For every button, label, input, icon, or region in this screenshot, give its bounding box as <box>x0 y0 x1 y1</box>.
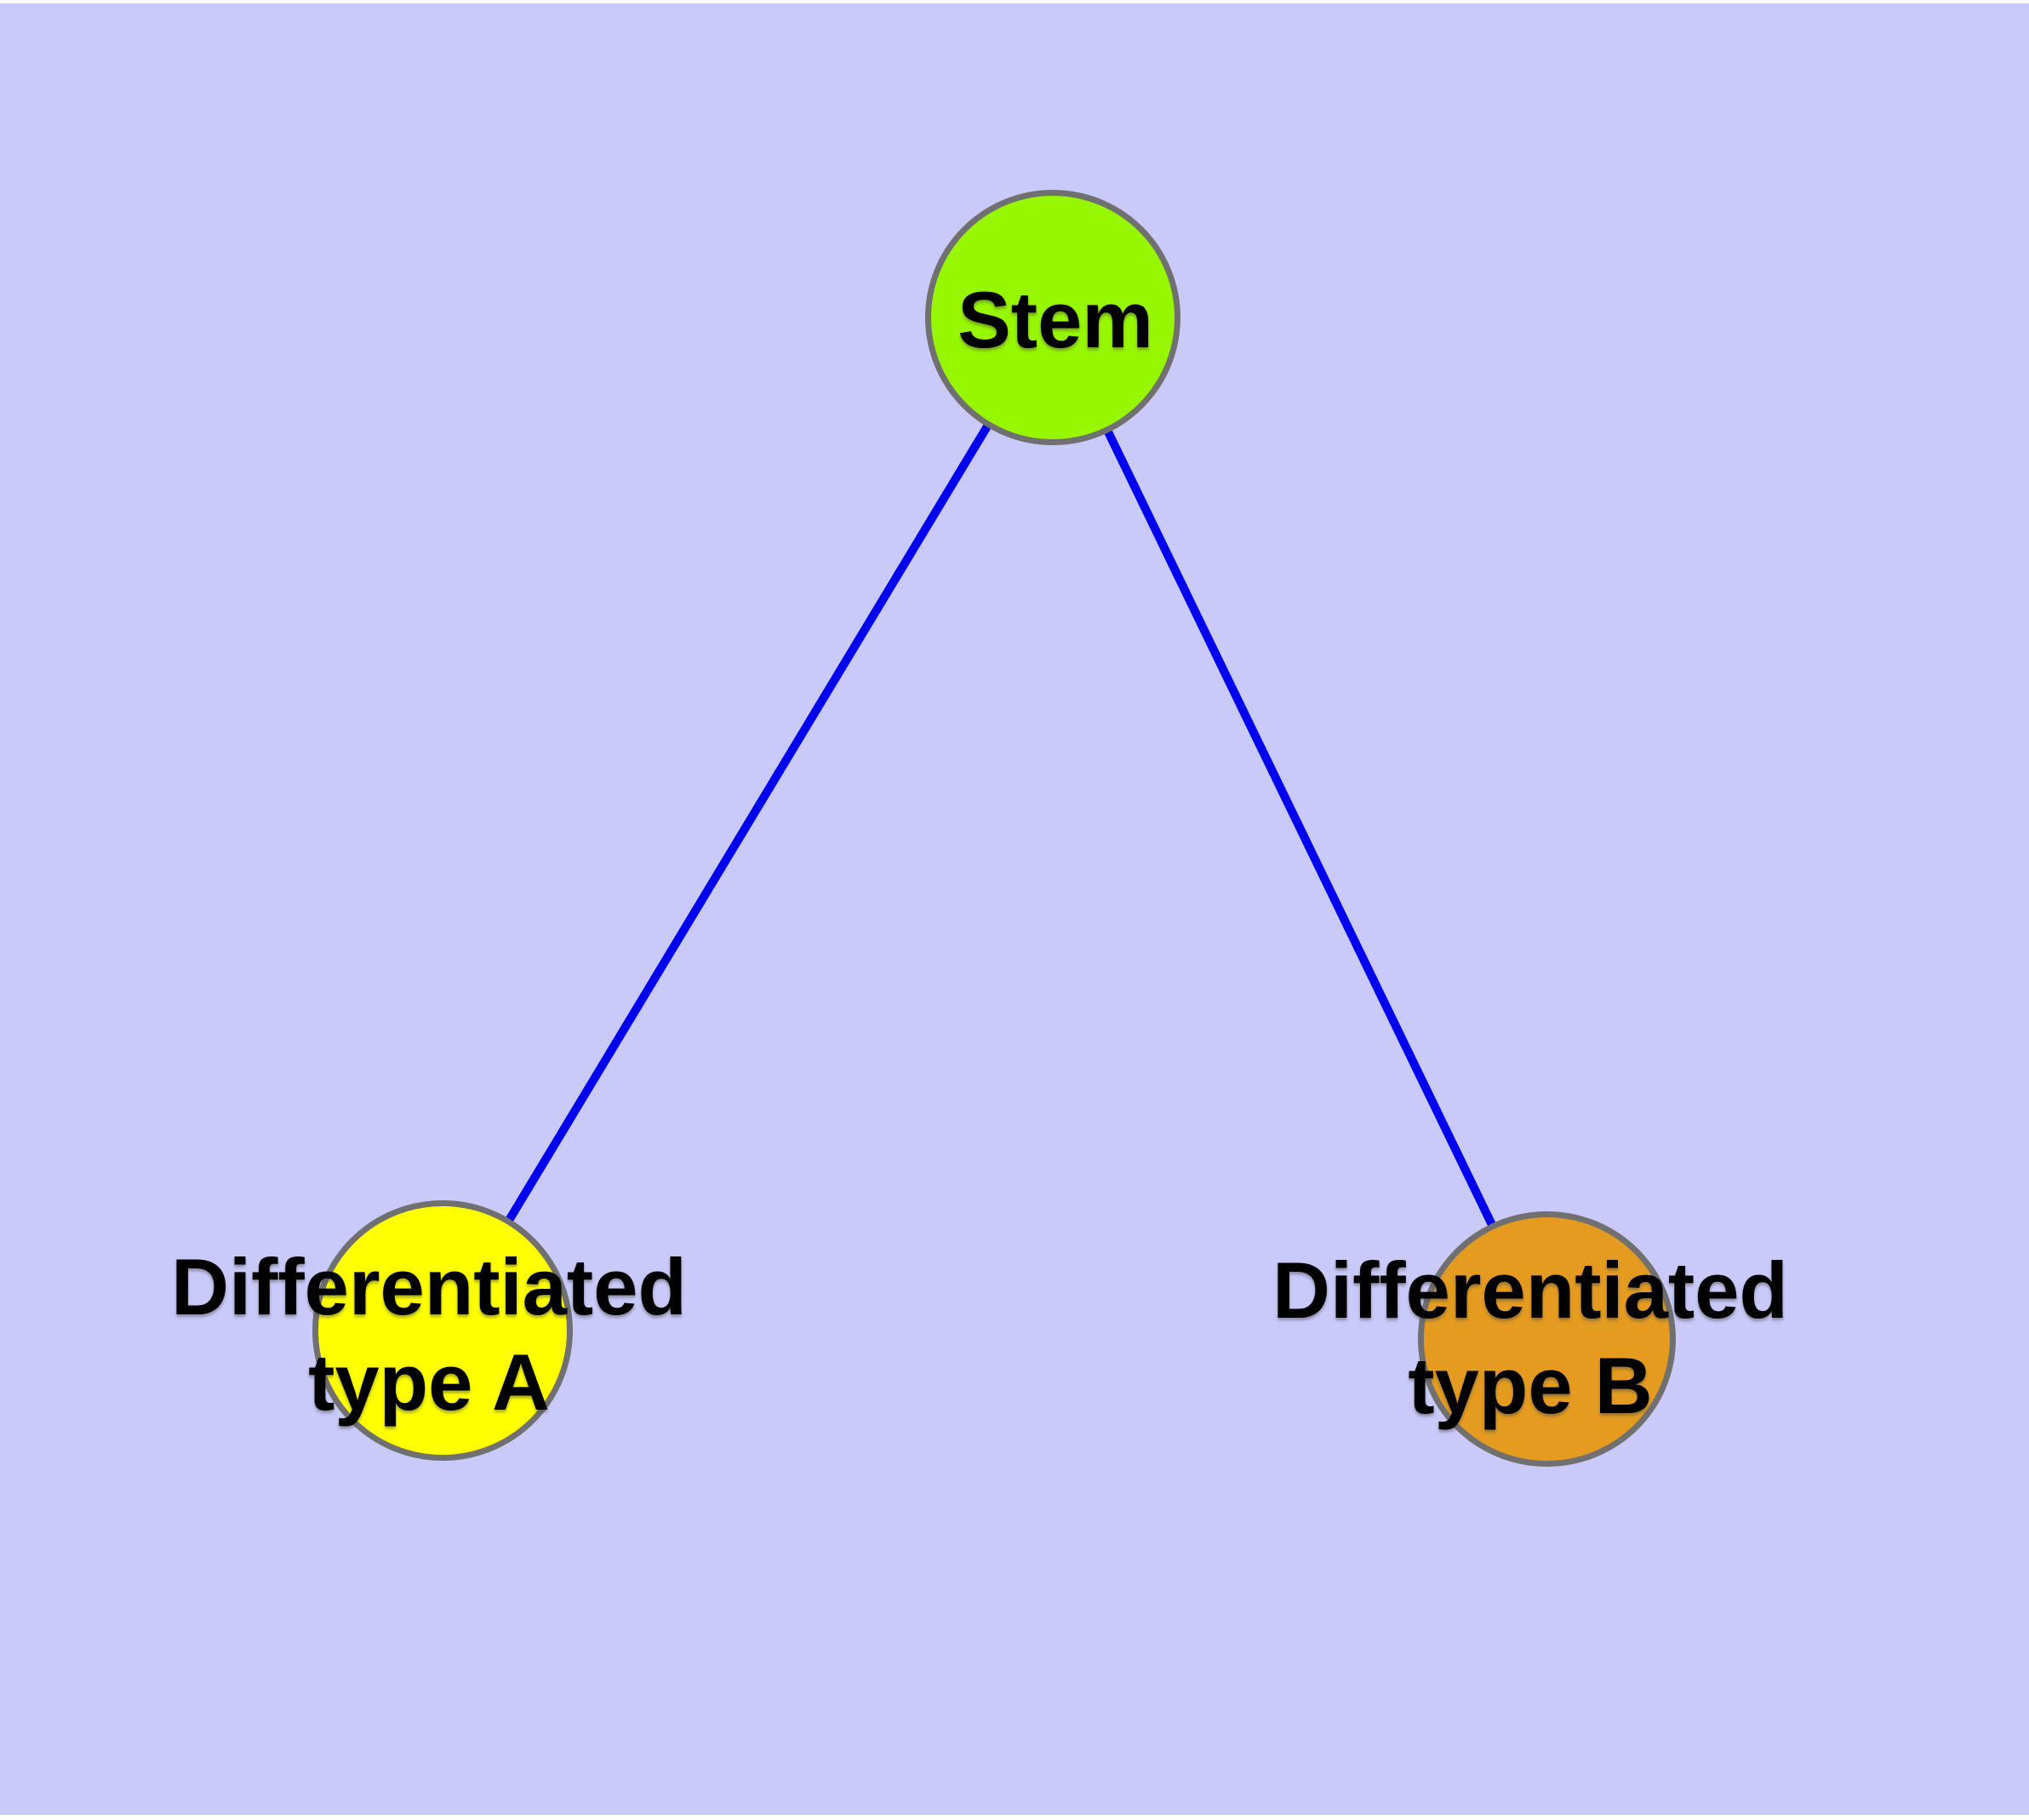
edge-stem-to-type-a <box>438 315 1057 1333</box>
node-type-a-label-line2: type A <box>308 1337 550 1427</box>
node-stem-label: Stem <box>957 272 1153 368</box>
node-type-b-label-line1: Differentiated <box>1272 1245 1788 1335</box>
node-type-b-label: Differentiated type B <box>1272 1243 1788 1434</box>
node-type-a-label: Differentiated type A <box>171 1239 687 1430</box>
node-stem-label-text: Stem <box>957 275 1153 364</box>
edge-stem-to-type-b <box>1049 315 1552 1342</box>
node-differentiated-type-b[interactable] <box>1418 1211 1676 1467</box>
node-type-a-label-line1: Differentiated <box>171 1242 687 1331</box>
node-stem[interactable] <box>925 190 1180 445</box>
node-type-b-label-line2: type B <box>1408 1341 1653 1430</box>
node-differentiated-type-a[interactable] <box>312 1200 573 1461</box>
